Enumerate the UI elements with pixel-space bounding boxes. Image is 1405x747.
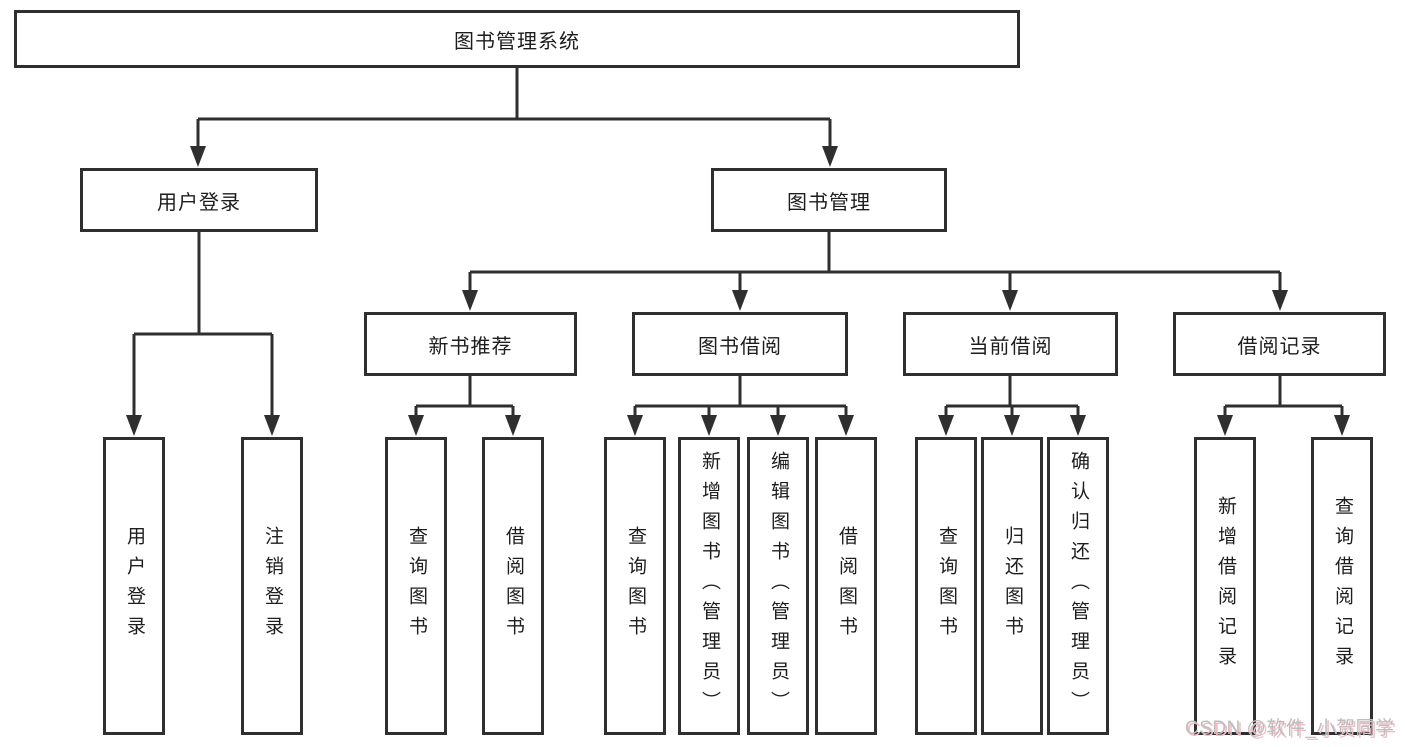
node-logout: 注销登录 (241, 437, 303, 735)
node-add-borrow-record: 新增借阅记录 (1194, 437, 1256, 735)
node-confirm-return-admin: 确认归还（管理员） (1047, 437, 1109, 735)
arrowhead-icon (838, 415, 854, 436)
node-query-books-current: 查询图书 (915, 437, 977, 735)
node-label: 查询图书 (405, 526, 427, 646)
csdn-watermark: CSDN @软件_小贺同学 (1185, 718, 1395, 739)
arrowhead-icon (822, 146, 838, 167)
node-library-system: 图书管理系统 (14, 10, 1020, 68)
arrowhead-icon (701, 415, 717, 436)
node-book-management: 图书管理 (711, 168, 947, 232)
node-borrow-records: 借阅记录 (1173, 312, 1386, 376)
connector-current-borrow (938, 376, 1086, 436)
node-add-book-admin: 新增图书（管理员） (678, 437, 740, 735)
connector-root (190, 68, 838, 167)
node-user-login-leaf: 用户登录 (103, 437, 165, 735)
connector-user-login (126, 232, 280, 436)
arrowhead-icon (1334, 415, 1350, 436)
arrowhead-icon (938, 415, 954, 436)
arrowhead-icon (505, 415, 521, 436)
arrowhead-icon (1272, 290, 1288, 311)
arrowhead-icon (732, 290, 748, 311)
connector-borrow-records (1217, 376, 1350, 436)
node-query-borrow-record: 查询借阅记录 (1311, 437, 1373, 735)
node-book-borrow: 图书借阅 (632, 312, 848, 376)
arrowhead-icon (1070, 415, 1086, 436)
node-borrow-books-leaf: 借阅图书 (815, 437, 877, 735)
connector-new-book-recommend (408, 376, 521, 436)
node-label: 注销登录 (261, 526, 283, 646)
node-label: 查询借阅记录 (1331, 496, 1353, 676)
node-label: 确认归还（管理员） (1067, 451, 1089, 721)
node-label: 查询图书 (624, 526, 646, 646)
arrowhead-icon (190, 146, 206, 167)
node-label: 新增图书（管理员） (698, 451, 720, 721)
arrowhead-icon (627, 415, 643, 436)
arrowhead-icon (1004, 415, 1020, 436)
node-borrow-books-recommend: 借阅图书 (482, 437, 544, 735)
node-query-books-recommend: 查询图书 (385, 437, 447, 735)
node-return-books: 归还图书 (981, 437, 1043, 735)
node-label: 查询图书 (935, 526, 957, 646)
node-user-login: 用户登录 (80, 168, 318, 232)
arrowhead-icon (264, 415, 280, 436)
arrowhead-icon (408, 415, 424, 436)
node-label: 新增借阅记录 (1214, 496, 1236, 676)
node-label: 用户登录 (123, 526, 145, 646)
arrowhead-icon (126, 415, 142, 436)
arrowhead-icon (770, 415, 786, 436)
node-new-book-recommend: 新书推荐 (364, 312, 577, 376)
arrowhead-icon (1002, 290, 1018, 311)
node-label: 归还图书 (1001, 526, 1023, 646)
node-edit-book-admin: 编辑图书（管理员） (747, 437, 809, 735)
node-label: 借阅图书 (835, 526, 857, 646)
connector-book-borrow (627, 376, 854, 436)
node-current-borrow: 当前借阅 (903, 312, 1118, 376)
node-label: 编辑图书（管理员） (767, 451, 789, 721)
connector-book-management (462, 232, 1288, 311)
node-query-books-borrow: 查询图书 (604, 437, 666, 735)
arrowhead-icon (1217, 415, 1233, 436)
arrowhead-icon (462, 290, 478, 311)
node-label: 借阅图书 (502, 526, 524, 646)
